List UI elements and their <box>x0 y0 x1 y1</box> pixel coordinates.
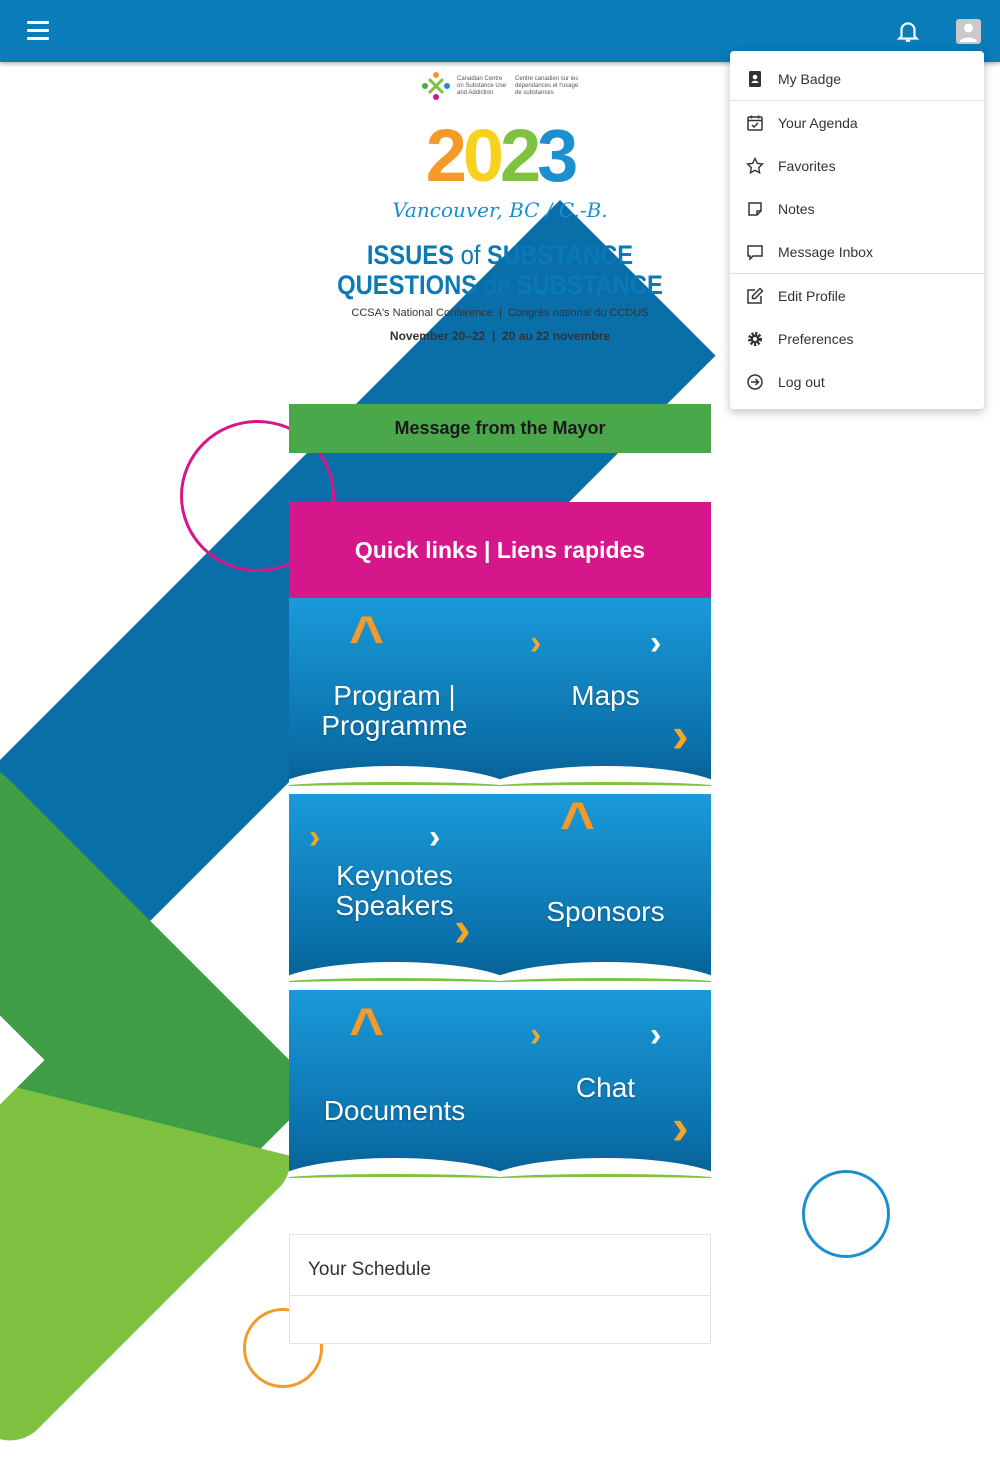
city: Vancouver, BC / C.-B. <box>392 198 608 222</box>
message-from-mayor-button[interactable]: Message from the Mayor <box>289 404 711 453</box>
chevron-icon: › <box>530 1016 542 1054</box>
conference-banner: Canadian Centre on Substance Use and Add… <box>289 68 711 343</box>
user-avatar-icon[interactable] <box>956 19 981 44</box>
ccsa-logo: Canadian Centre on Substance Use and Add… <box>289 68 711 104</box>
menu-item-my-badge[interactable]: My Badge <box>730 57 984 100</box>
menu-item-favorites[interactable]: Favorites <box>730 144 984 187</box>
tile-label: Documents <box>323 1095 466 1126</box>
chevron-icon: › <box>672 1099 689 1155</box>
org-name-fr: Centre canadien sur les dépendances et l… <box>515 75 579 96</box>
hamburger-icon[interactable] <box>27 21 49 41</box>
calendar-check-icon <box>747 115 763 131</box>
tile-maps[interactable]: › › › Maps <box>500 598 711 794</box>
title-en: ISSUES of SUBSTANCE <box>366 240 634 270</box>
tile-documents[interactable]: ^ Documents <box>289 990 500 1186</box>
tile-program[interactable]: ^ Program |Programme <box>289 598 500 794</box>
logout-icon <box>747 373 763 390</box>
tile-label: Maps <box>571 680 640 711</box>
chevron-icon: › <box>429 818 441 856</box>
menu-item-your-agenda[interactable]: Your Agenda <box>730 101 984 144</box>
org-name-en: Canadian Centre on Substance Use and Add… <box>457 75 507 96</box>
title-fr: QUESTIONS de SUBSTANCE <box>337 270 663 300</box>
menu-item-preferences[interactable]: Preferences <box>730 317 984 360</box>
tile-chat[interactable]: › › › Chat <box>500 990 711 1186</box>
menu-item-log-out[interactable]: Log out <box>730 360 984 403</box>
menu-item-message-inbox[interactable]: Message Inbox <box>730 230 984 273</box>
subtitle: CCSA's National Conference | Congrès nat… <box>351 307 649 319</box>
chevron-icon: ^ <box>349 996 385 1063</box>
chevron-icon: ^ <box>560 794 596 857</box>
bell-icon[interactable] <box>895 18 921 44</box>
chevron-icon: › <box>672 707 689 763</box>
chevron-icon: › <box>650 1016 662 1054</box>
tile-label: Program |Programme <box>321 680 468 741</box>
year-logo: 2023 <box>425 114 579 197</box>
user-menu: My Badge Your Agenda Favorites Notes Mes… <box>730 51 984 409</box>
tile-sponsors[interactable]: ^ Sponsors <box>500 794 711 990</box>
edit-icon <box>747 286 764 304</box>
menu-item-edit-profile[interactable]: Edit Profile <box>730 274 984 317</box>
decor-blue-circle <box>802 1170 890 1258</box>
star-icon <box>746 156 764 174</box>
ccsa-logo-icon <box>422 72 450 100</box>
tile-label: Sponsors <box>546 896 665 927</box>
chevron-icon: › <box>309 818 321 856</box>
dates: November 20–22 | 20 au 22 novembre <box>389 329 611 343</box>
tile-label: Chat <box>575 1072 636 1103</box>
chevron-icon: › <box>454 901 471 957</box>
menu-item-notes[interactable]: Notes <box>730 187 984 230</box>
chevron-icon: ^ <box>349 604 385 671</box>
message-icon <box>747 244 763 261</box>
gear-icon <box>748 331 762 346</box>
chevron-icon: › <box>650 624 662 662</box>
your-schedule-card: Your Schedule <box>289 1234 711 1344</box>
decor-pink-circle <box>180 420 335 572</box>
schedule-title: Your Schedule <box>290 1235 710 1296</box>
quick-links-header: Quick links | Liens rapides <box>289 502 711 599</box>
note-icon <box>748 201 762 216</box>
badge-icon <box>749 70 761 87</box>
chevron-icon: › <box>530 624 542 662</box>
